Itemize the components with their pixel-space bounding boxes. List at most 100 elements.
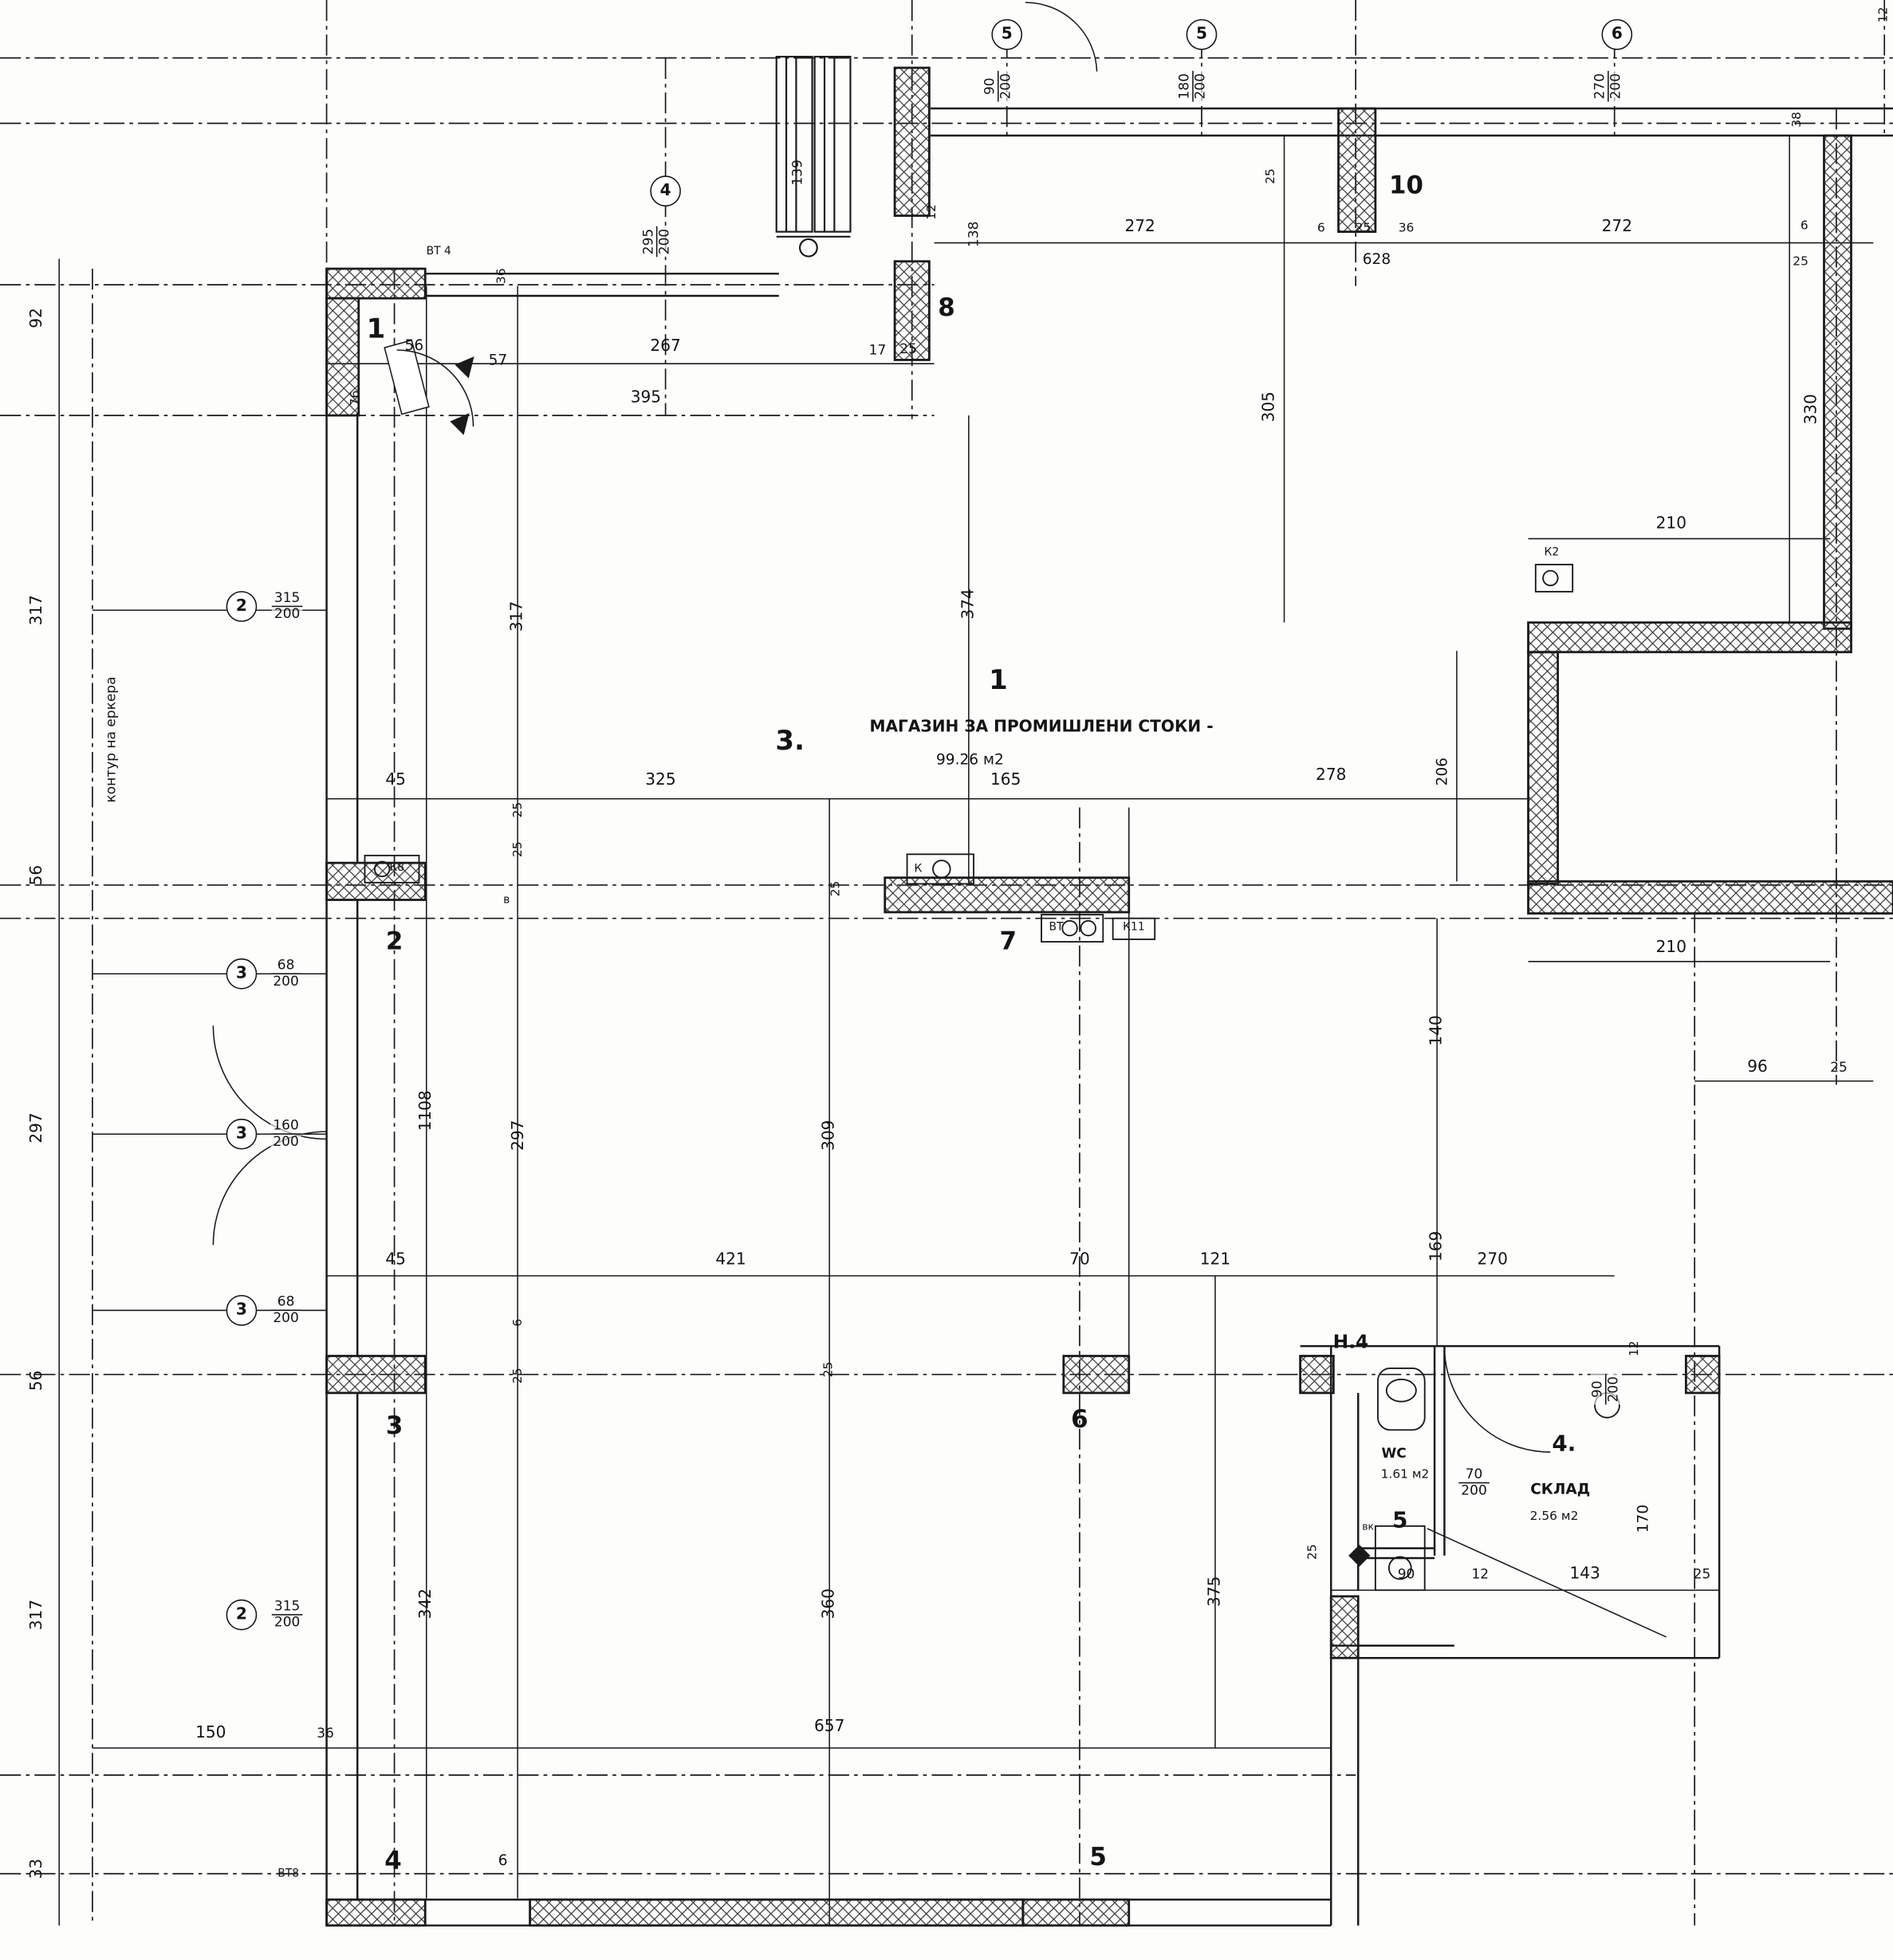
- axis-bubble-3: 3: [226, 958, 258, 990]
- opening-width: 270: [1591, 73, 1608, 100]
- dim-label: 375: [1206, 1576, 1225, 1607]
- dim-label: 267: [650, 337, 681, 356]
- dim-label: 138: [965, 221, 982, 247]
- dim-label: 76: [348, 390, 363, 407]
- dim-label: 17: [868, 341, 887, 359]
- dim-label: 25: [511, 1368, 525, 1384]
- dim-label: 25: [1306, 1544, 1320, 1561]
- opening-width: 68: [277, 1293, 295, 1310]
- opening-2: 2: [385, 925, 403, 956]
- dim-label: в: [503, 894, 510, 907]
- opening-width: 315: [274, 1598, 301, 1615]
- opening-height: 200: [656, 226, 673, 258]
- axis-bubble-3: 3: [226, 1294, 258, 1326]
- dimension-lines: [58, 136, 1874, 1926]
- dim-label: 6: [1316, 222, 1325, 236]
- dim-label: 12: [1876, 6, 1891, 23]
- dim-label: вк: [1362, 1521, 1374, 1533]
- dim-label: 330: [1802, 394, 1821, 425]
- dim-label: 421: [715, 1250, 746, 1269]
- axis-bubble-3: 3: [226, 1118, 258, 1150]
- dim-label: 25: [1355, 222, 1372, 236]
- doors: [212, 2, 1667, 1638]
- dim-label: 25: [511, 841, 525, 857]
- opening-width: 90: [1588, 1380, 1605, 1399]
- opening-height: 200: [271, 1614, 303, 1630]
- note-contour: контур на еркера: [103, 676, 120, 803]
- dim-label: 210: [1655, 514, 1687, 533]
- opening-7: 7: [999, 925, 1017, 956]
- room-sklad-area: 2.56 м2: [1529, 1509, 1579, 1524]
- dim-label: 628: [1362, 250, 1391, 268]
- dim-label: К8: [389, 862, 405, 875]
- opening-height: 200: [270, 1309, 301, 1326]
- room-sklad-name: СКЛАД: [1530, 1480, 1591, 1498]
- opening-width: 180: [1176, 73, 1193, 100]
- dim-label: 57: [488, 351, 508, 369]
- dim-label: 278: [1316, 766, 1347, 785]
- opening-width: 315: [274, 589, 301, 606]
- dim-label: 325: [645, 770, 676, 790]
- opening-height: 200: [1605, 1373, 1622, 1405]
- room-1-number: 1: [989, 665, 1008, 697]
- dim-label: 317: [27, 595, 46, 626]
- dim-label: 25: [1693, 1566, 1711, 1583]
- opening-height: 200: [998, 70, 1014, 102]
- dim-label: 140: [1427, 1015, 1446, 1046]
- dim-label: 45: [385, 1250, 406, 1269]
- dim-label: К11: [1123, 921, 1145, 935]
- dim-label: 12: [1471, 1566, 1490, 1583]
- dim-label: 360: [820, 1588, 839, 1620]
- wall-lines: [325, 107, 1893, 1927]
- room-h4-label: Н.4: [1332, 1330, 1369, 1353]
- dim-label: 342: [417, 1588, 436, 1620]
- dim-label: К2: [1544, 546, 1560, 560]
- dim-label: 33: [27, 1858, 46, 1879]
- opening-8: 8: [938, 292, 955, 322]
- dim-label: 395: [630, 388, 662, 407]
- dim-label: ВТ: [1049, 921, 1064, 935]
- dim-label: 25: [829, 880, 844, 897]
- opening-1: 1: [366, 314, 386, 345]
- opening-5-wc: 5: [1392, 1507, 1408, 1534]
- opening-10: 10: [1389, 170, 1424, 200]
- dim-label: 206: [1433, 758, 1451, 786]
- dim-label: 36: [317, 1725, 334, 1742]
- dim-label: 56: [27, 1370, 46, 1391]
- dim-label: 270: [1477, 1250, 1508, 1269]
- dim-label: 150: [195, 1723, 226, 1743]
- opening-height: 200: [1192, 70, 1209, 102]
- dim-label: 70: [1069, 1250, 1090, 1269]
- fixtures: [364, 564, 1620, 1592]
- dim-label: 90: [1397, 1566, 1415, 1583]
- room-wc-area: 1.61 м2: [1380, 1468, 1430, 1482]
- dim-label: 36: [1398, 222, 1415, 236]
- dim-label: 170: [1634, 1504, 1652, 1533]
- dim-label: 56: [404, 337, 424, 354]
- dim-label: 272: [1601, 217, 1633, 237]
- walls: [325, 66, 1893, 1927]
- dim-label: 56: [27, 864, 46, 886]
- dim-label: 121: [1199, 1250, 1231, 1269]
- dim-label: ВТ 4: [426, 246, 451, 258]
- dim-label: 297: [510, 1120, 529, 1151]
- opening-5: 5: [1089, 1841, 1107, 1871]
- dim-label: 657: [814, 1718, 845, 1737]
- dim-label: 210: [1655, 939, 1687, 958]
- opening-width: 70: [1465, 1466, 1483, 1482]
- dim-label: 6: [1800, 219, 1808, 234]
- axis-bubble-6: 6: [1601, 18, 1633, 50]
- dim-label: 272: [1124, 217, 1155, 237]
- opening-height: 200: [1608, 70, 1624, 102]
